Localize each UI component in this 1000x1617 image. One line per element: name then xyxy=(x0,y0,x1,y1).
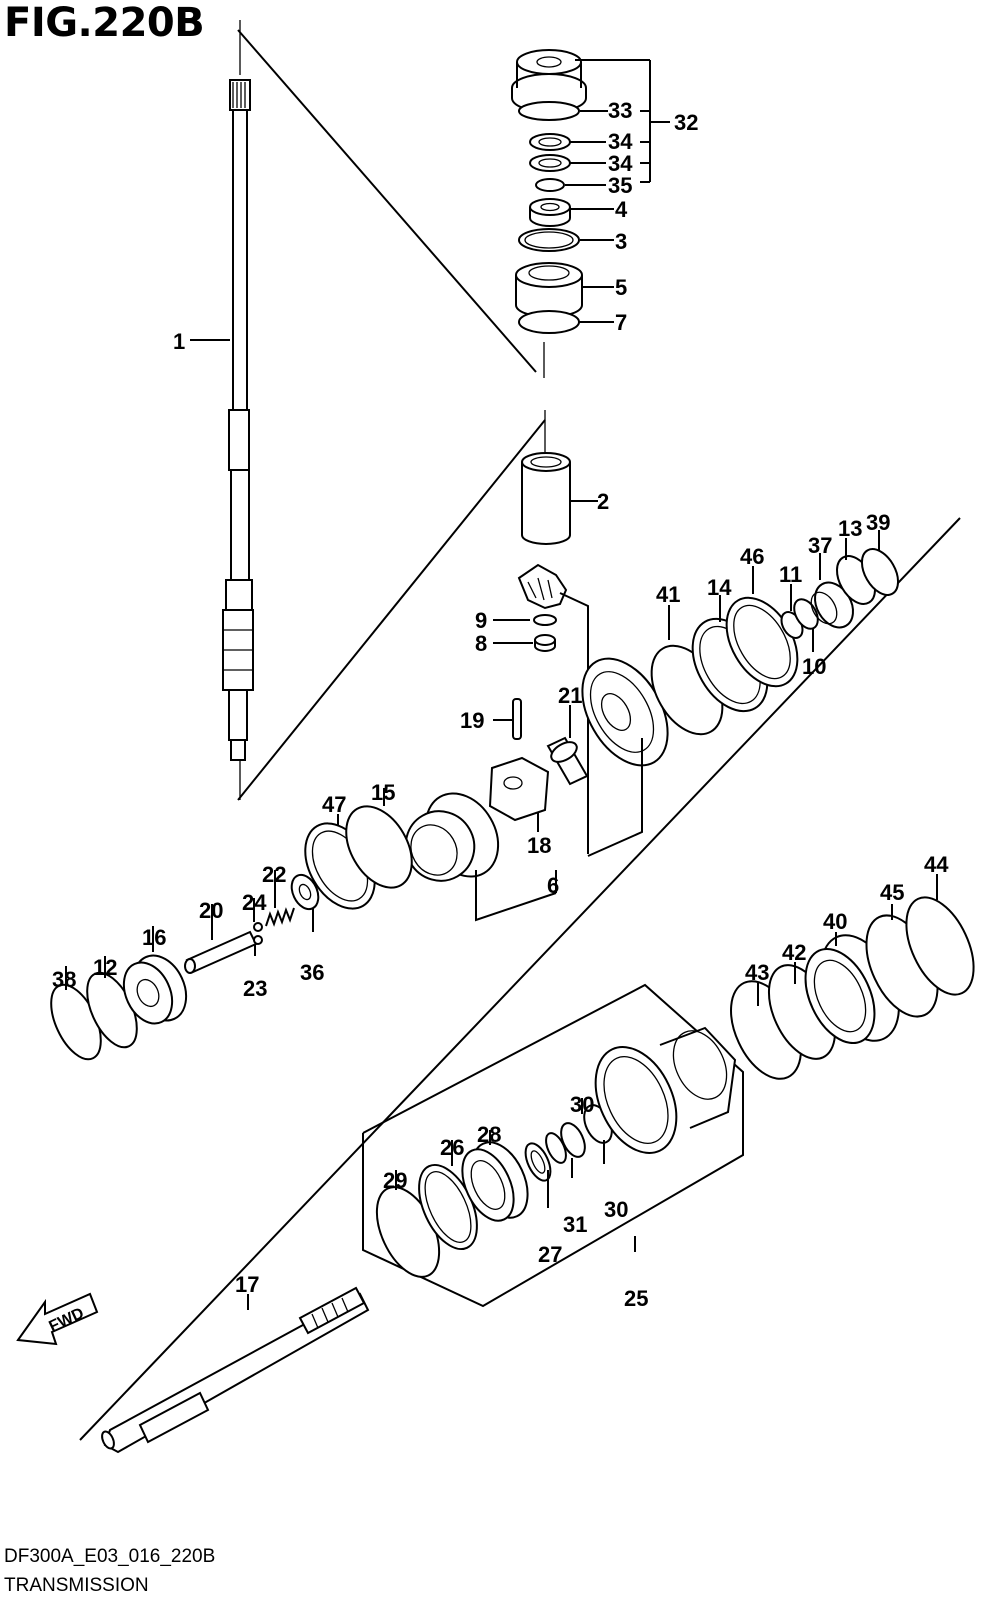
bearing-16 xyxy=(122,954,188,1025)
callout-18: 18 xyxy=(527,833,551,858)
callout-34a: 34 xyxy=(608,129,633,154)
callout-35: 35 xyxy=(608,173,632,198)
callout-37: 37 xyxy=(808,533,832,558)
callout-38: 38 xyxy=(52,967,76,992)
snap-ring-33 xyxy=(518,101,580,121)
clutch-dog-18 xyxy=(488,756,550,822)
bearing-5 xyxy=(515,262,583,318)
callout-43: 43 xyxy=(745,960,769,985)
diagram-caption: TRANSMISSION xyxy=(4,1575,149,1596)
callout-46: 46 xyxy=(740,544,764,569)
ball-24 xyxy=(253,922,263,932)
callout-16: 16 xyxy=(142,925,166,950)
callout-3: 3 xyxy=(615,229,627,254)
callout-7: 7 xyxy=(615,310,627,335)
callout-28: 28 xyxy=(477,1122,501,1147)
push-rod-20 xyxy=(184,930,258,974)
diagram-code: DF300A_E03_016_220B xyxy=(4,1546,216,1567)
callout-47: 47 xyxy=(322,792,346,817)
callout-5: 5 xyxy=(615,275,627,300)
callout-23: 23 xyxy=(243,976,267,1001)
callout-9: 9 xyxy=(475,608,487,633)
callout-14: 14 xyxy=(707,575,732,600)
spring-22 xyxy=(265,907,295,927)
callout-34b: 34 xyxy=(608,151,633,176)
callout-15: 15 xyxy=(371,780,395,805)
callout-20: 20 xyxy=(199,898,223,923)
bearing-28 xyxy=(461,1141,529,1222)
needle-bearing-27 xyxy=(524,1142,552,1182)
propeller-shaft-17 xyxy=(101,1286,370,1454)
callout-6: 6 xyxy=(547,873,559,898)
driveshaft-group-outline-lower xyxy=(237,419,546,801)
bearing-housing-32 xyxy=(511,49,587,113)
callout-13: 13 xyxy=(838,516,862,541)
circlip-39 xyxy=(860,548,900,596)
callout-8: 8 xyxy=(475,631,487,656)
reverse-gear xyxy=(404,792,500,882)
drive-shaft xyxy=(222,20,254,800)
oil-seal-34a xyxy=(529,133,571,151)
oil-seal-34b xyxy=(529,154,571,172)
callout-1: 1 xyxy=(173,329,185,354)
callout-33: 33 xyxy=(608,98,632,123)
coil-spring-21 xyxy=(546,736,589,786)
callout-45: 45 xyxy=(880,880,904,905)
callout-17: 17 xyxy=(235,1272,259,1297)
callout-39: 39 xyxy=(866,510,890,535)
snap-ring-44 xyxy=(905,896,975,996)
shim-15 xyxy=(345,805,413,889)
driveshaft-group-outline xyxy=(237,29,537,373)
propshaft-group-outline-upper xyxy=(79,517,961,1441)
fwd-arrow-icon: FWD xyxy=(16,1292,99,1346)
propshaft-housing-group-outline xyxy=(362,983,744,1308)
sleeve-2 xyxy=(521,410,571,545)
callout-4: 4 xyxy=(615,197,628,222)
bearing-4 xyxy=(529,198,571,227)
pinion-gear xyxy=(517,563,568,610)
nut-8 xyxy=(534,634,556,652)
callout-44: 44 xyxy=(924,852,949,877)
callout-12: 12 xyxy=(93,955,117,980)
seal-30a xyxy=(545,1132,567,1164)
callout-2: 2 xyxy=(597,489,609,514)
callout-42: 42 xyxy=(782,940,806,965)
callout-29: 29 xyxy=(383,1168,407,1193)
ball-23 xyxy=(253,935,263,945)
callout-30b: 30 xyxy=(604,1197,628,1222)
callout-10: 10 xyxy=(802,654,826,679)
shim-3 xyxy=(518,228,580,252)
figure-title: FIG.220B xyxy=(4,0,205,46)
callout-30a: 30 xyxy=(570,1092,594,1117)
callout-27: 27 xyxy=(538,1242,562,1267)
washer-9 xyxy=(533,614,557,626)
callout-11: 11 xyxy=(779,562,802,587)
propshaft-housing-25 xyxy=(594,1026,737,1154)
callout-24: 24 xyxy=(242,890,267,915)
shim-7 xyxy=(518,310,580,334)
callout-19: 19 xyxy=(460,708,484,733)
circlip-35 xyxy=(535,178,565,192)
callout-41: 41 xyxy=(656,582,680,607)
pin-19 xyxy=(512,698,522,740)
callout-40: 40 xyxy=(823,909,847,934)
callout-22: 22 xyxy=(262,862,286,887)
callout-21: 21 xyxy=(558,683,582,708)
callout-31: 31 xyxy=(563,1212,587,1237)
callout-32: 32 xyxy=(674,110,698,135)
callout-26: 26 xyxy=(440,1135,464,1160)
callout-25: 25 xyxy=(624,1286,648,1311)
callout-36: 36 xyxy=(300,960,324,985)
